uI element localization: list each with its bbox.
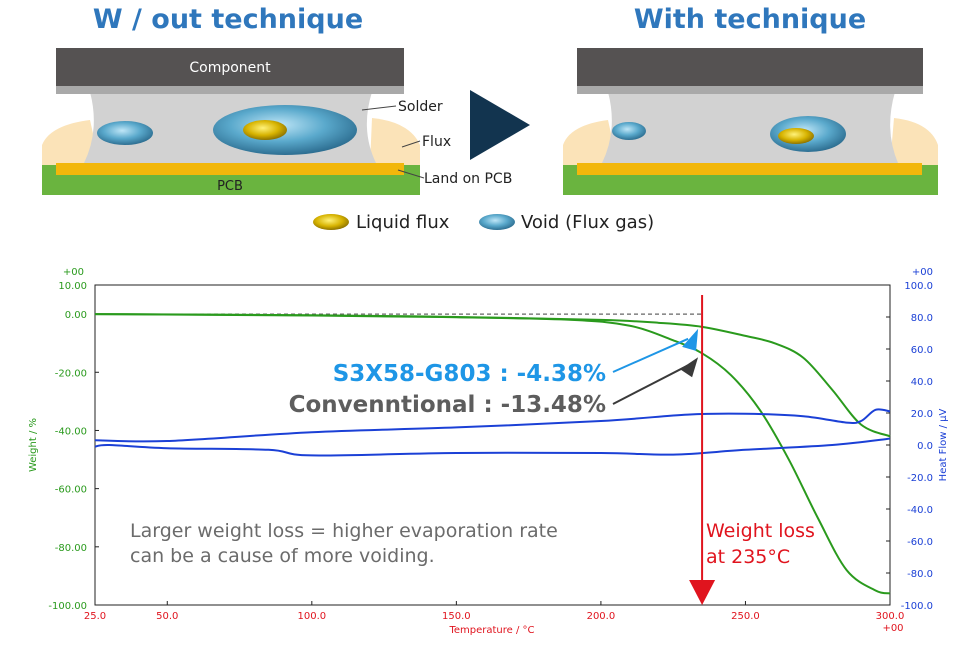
y-left-tick-label: -80.00 xyxy=(55,543,87,554)
y-right-tick-label: 100.0 xyxy=(904,281,933,292)
y-right-tick-label: 20.0 xyxy=(911,409,933,420)
void-bubble xyxy=(612,122,646,140)
x-tick-label: 200.0 xyxy=(587,611,616,622)
flux-leader xyxy=(401,140,421,148)
x-tick-label: 250.0 xyxy=(731,611,760,622)
y-left-tick-label: 0.00 xyxy=(65,310,87,321)
pcb-label: PCB xyxy=(217,179,243,194)
note-line-1: Larger weight loss = higher evaporation … xyxy=(130,520,558,542)
land-pad xyxy=(577,163,922,175)
y-left-tick-label: -100.00 xyxy=(48,601,87,612)
marker-label-line-1: Weight loss xyxy=(706,520,815,542)
void-swatch xyxy=(479,214,515,230)
y-left-tick-label: 10.00 xyxy=(58,281,87,292)
component-termination xyxy=(56,86,404,94)
marker-arrowhead xyxy=(689,580,716,605)
callout-conventional-arrowhead xyxy=(680,357,699,378)
legend-void: Void (Flux gas) xyxy=(521,212,654,233)
solder-leader xyxy=(361,105,397,111)
y-right-tick-label: 80.0 xyxy=(911,313,933,324)
y-right-tick-label: 60.0 xyxy=(911,345,933,356)
y-right-tick-label: -100.0 xyxy=(901,601,933,612)
liquid-flux-swatch xyxy=(313,214,349,230)
y-right-tick-label: 0.0 xyxy=(917,441,933,452)
y-right-tick-label: -40.0 xyxy=(907,505,933,516)
series-line-3 xyxy=(94,408,891,443)
component-termination xyxy=(577,86,923,94)
liquid-flux-bubble xyxy=(778,128,814,144)
liquid-flux-bubble xyxy=(243,120,287,140)
land-pad xyxy=(56,163,404,175)
series-line-4 xyxy=(94,437,891,457)
annotation-conventional: Convenntional : -13.48% xyxy=(289,392,606,418)
corner-label-top-right: +00 xyxy=(912,267,933,278)
solder-label: Solder xyxy=(398,99,443,115)
diagram-legend: Liquid flux Void (Flux gas) xyxy=(313,212,654,233)
y-left-tick-label: -20.00 xyxy=(55,368,87,379)
legend-liquid-flux: Liquid flux xyxy=(356,212,450,233)
land-leader xyxy=(397,169,425,179)
y-left-tick-label: -60.00 xyxy=(55,485,87,496)
x-tick-label: 100.0 xyxy=(297,611,326,622)
y-axis-right-title: Heat Flow / μV xyxy=(938,409,949,482)
flux-fillet-left xyxy=(563,120,618,165)
series-line-2 xyxy=(94,313,891,595)
callout-conventional xyxy=(612,364,689,405)
flux-fillet-left xyxy=(42,120,100,165)
left-cross-section: Component PCB Solder Flux Land on PCB xyxy=(42,48,512,195)
flux-fillet-right xyxy=(890,118,938,165)
x-tick-label: 50.0 xyxy=(156,611,178,622)
right-title: With technique xyxy=(634,4,866,35)
tga-chart: 25.0 50.0 100.0 150.0 200.0 250.0 300.0 10.00 0.… xyxy=(28,267,949,636)
x-tick-label: 150.0 xyxy=(442,611,471,622)
flux-fillet-right xyxy=(370,118,420,165)
corner-label-top-left: +00 xyxy=(63,267,84,278)
void-bubble xyxy=(97,121,153,145)
x-tick-label: 300.0 xyxy=(876,611,905,622)
left-title: W / out technique xyxy=(93,4,363,35)
y-right-tick-label: -80.0 xyxy=(907,569,933,580)
callout-s3x58 xyxy=(612,337,689,373)
y-right-tick-label: 40.0 xyxy=(911,377,933,388)
corner-label-bottom-right: +00 xyxy=(882,623,903,634)
x-axis-title: Temperature / °C xyxy=(448,625,534,636)
callout-s3x58-arrowhead xyxy=(682,328,699,351)
note-line-2: can be a cause of more voiding. xyxy=(130,545,435,567)
right-cross-section xyxy=(563,48,938,195)
y-left-tick-label: -40.00 xyxy=(55,426,87,437)
y-right-tick-label: -60.0 xyxy=(907,537,933,548)
x-tick-label: 25.0 xyxy=(84,611,106,622)
marker-label-line-2: at 235°C xyxy=(706,546,790,568)
component-body xyxy=(56,48,404,86)
y-right-tick-label: -20.0 xyxy=(907,473,933,484)
component-label: Component xyxy=(189,60,271,76)
annotation-s3x58: S3X58-G803 : -4.38% xyxy=(333,361,606,387)
component-body xyxy=(577,48,923,86)
solder-joint xyxy=(602,92,898,163)
land-label: Land on PCB xyxy=(424,171,512,187)
transition-arrow xyxy=(470,90,530,160)
y-axis-left-title: Weight / % xyxy=(28,418,39,472)
flux-label: Flux xyxy=(422,134,451,150)
